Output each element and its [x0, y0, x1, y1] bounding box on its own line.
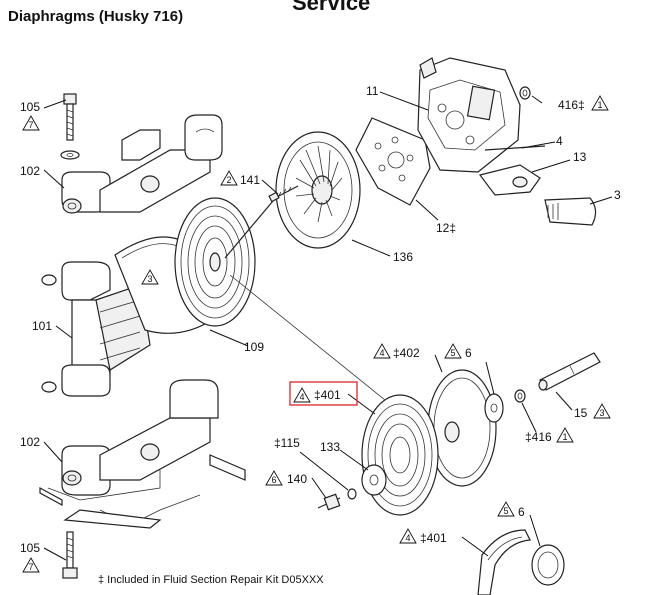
backup-diaphragm-402	[427, 369, 497, 487]
svg-text:3: 3	[599, 408, 604, 418]
bolt-105-bottom	[62, 531, 78, 579]
triangle-t105-top: 7	[22, 115, 40, 131]
callout-15: 15	[574, 406, 588, 420]
callout-141: 141	[240, 173, 260, 187]
callout-6-mid: 6	[465, 346, 472, 360]
triangle-t402: 4	[373, 343, 391, 359]
svg-text:4: 4	[405, 533, 410, 543]
triangle-t401-bottom: 4	[399, 528, 417, 544]
callout-4: 4	[556, 134, 563, 148]
callout-12: 12‡	[436, 221, 456, 235]
axis-line	[229, 274, 386, 401]
callout-136: 136	[393, 250, 413, 264]
svg-text:1: 1	[597, 100, 602, 110]
triangle-t416-top: 1	[591, 95, 609, 111]
triangle-t401-boxed: 4	[293, 387, 311, 403]
diaphragm-upper	[174, 197, 256, 327]
callout-11: 11	[366, 84, 379, 98]
manifold-102-bottom	[39, 379, 246, 529]
callout-109: 109	[244, 340, 264, 354]
triangle-t15: 3	[593, 403, 611, 419]
callout-102-bottom: 102	[20, 435, 40, 449]
triangle-t6-mid: 5	[444, 343, 462, 359]
washer-115	[347, 488, 357, 500]
pilot-pin-4	[484, 145, 546, 151]
cap-3	[544, 197, 597, 226]
diaphragm-plate-136	[224, 131, 361, 259]
fluid-plate-6	[484, 393, 504, 423]
callout-6-bottom: 6	[518, 505, 525, 519]
callout-140: 140	[287, 472, 307, 486]
callout-102-top: 102	[20, 164, 40, 178]
leader-lines	[43, 91, 613, 561]
page-title: Service	[292, 0, 371, 15]
svg-text:5: 5	[450, 348, 455, 358]
callout-402: ‡402	[393, 346, 420, 360]
plate-133	[361, 464, 387, 496]
fluid-housing-101	[41, 261, 151, 397]
svg-text:4: 4	[379, 348, 384, 358]
triangle-t140: 6	[265, 470, 283, 486]
bolt-140	[317, 493, 341, 511]
callout-416-top: 416‡	[558, 98, 585, 112]
manifold-102-top	[61, 114, 223, 214]
o-ring-416-top	[519, 86, 531, 100]
o-ring-416-mid	[514, 389, 526, 403]
triangle-t109-clamp: 3	[141, 269, 159, 285]
callout-401-boxed: ‡401	[314, 388, 341, 402]
callout-401-bottom: ‡401	[420, 531, 447, 545]
svg-text:1: 1	[562, 432, 567, 442]
section-subtitle: Diaphragms (Husky 716)	[8, 8, 184, 25]
svg-text:7: 7	[28, 120, 33, 130]
fluid-plate-6-bottom	[531, 544, 565, 586]
bolt-141	[268, 185, 299, 203]
triangle-t6-bottom: 5	[497, 501, 515, 517]
repair-kit-footnote: ‡ Included in Fluid Section Repair Kit D…	[98, 574, 324, 586]
svg-text:7: 7	[28, 562, 33, 572]
callout-101: 101	[32, 319, 52, 333]
highlight-box	[289, 381, 358, 406]
svg-text:6: 6	[271, 475, 276, 485]
triangle-t141: 2	[220, 170, 238, 186]
callout-115: ‡115	[274, 436, 300, 450]
callout-105-top: 105	[20, 100, 40, 114]
svg-text:4: 4	[299, 392, 304, 402]
callout-133: 133	[320, 440, 340, 454]
callout-13: 13	[573, 150, 587, 164]
triangle-t105-bottom: 7	[22, 557, 40, 573]
actuator-13	[478, 164, 541, 196]
air-cover-11	[417, 57, 521, 173]
triangle-t416-mid: 1	[556, 427, 574, 443]
svg-text:5: 5	[503, 506, 508, 516]
shaft-15	[538, 352, 601, 391]
callout-416-mid: ‡416	[525, 430, 552, 444]
svg-text:3: 3	[147, 274, 152, 284]
svg-text:2: 2	[226, 175, 231, 185]
callout-3: 3	[614, 188, 621, 202]
diaphragm-401-bottom	[477, 529, 531, 595]
bolt-105-top	[60, 93, 80, 160]
callout-105-bottom: 105	[20, 541, 40, 555]
